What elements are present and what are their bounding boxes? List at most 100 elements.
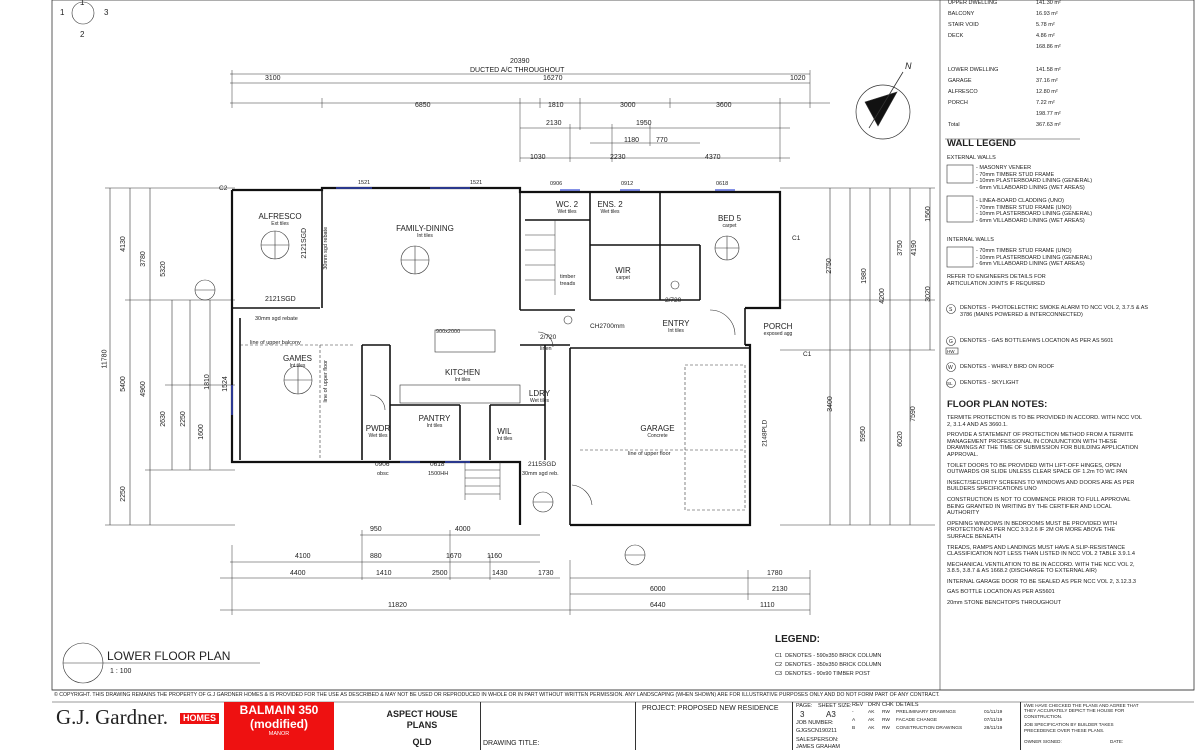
dim-6000: 6000	[650, 586, 666, 593]
dim-2130b: 2130	[772, 586, 788, 593]
north-label: N	[905, 61, 912, 71]
design-name-block: BALMAIN 350 (modified) MANOR	[224, 702, 334, 750]
dim-2130: 2130	[546, 120, 562, 127]
dim-11820: 11820	[388, 602, 407, 609]
label-sgd-2121b: 2121SGD	[301, 227, 309, 259]
label-c1b: C1	[803, 351, 812, 358]
dim-4200: 4200	[878, 288, 886, 304]
dim-3000: 3000	[620, 102, 636, 109]
dim-1430: 1430	[492, 570, 508, 577]
tb-divider-2	[635, 702, 636, 750]
dim-3780: 3780	[139, 251, 147, 267]
label-2-720b: 2/720	[665, 297, 682, 304]
dim-3100: 3100	[265, 75, 281, 82]
aspect-plans: ASPECT HOUSE PLANS QLD	[386, 709, 458, 747]
copyright-text: © COPYRIGHT. THIS DRAWING REMAINS THE PR…	[54, 692, 940, 698]
dim-1950: 1950	[636, 120, 652, 127]
dim-2500: 2500	[432, 570, 448, 577]
denote-gas-symbol: G	[949, 339, 953, 345]
dim-1410: 1410	[376, 570, 392, 577]
sales-label: SALESPERSON:	[796, 737, 839, 743]
denote-whirly: DENOTES - WHIRLY BIRD ON ROOF	[960, 364, 1055, 370]
dim-3400: 3400	[826, 396, 834, 412]
sales-value: JAMES GRAHAM	[796, 744, 841, 750]
dim-4190: 4190	[910, 240, 918, 256]
label-upper-floor: line of upper floor	[323, 360, 329, 403]
dim-6850: 6850	[415, 102, 431, 109]
dim-1560: 1560	[924, 206, 932, 222]
label-1500hh: 1500HH	[428, 471, 449, 477]
dim-1180: 1180	[624, 137, 640, 144]
label-c2: C2	[219, 185, 228, 192]
owner-approval: I/WE HAVE CHECKED THE PLANS AND AGREE TH…	[1024, 703, 1139, 745]
dim-3020: 3020	[924, 286, 932, 302]
label-pld: 2148PLD	[761, 419, 769, 447]
dim-3750: 3750	[896, 240, 904, 256]
dim-6020: 6020	[896, 431, 904, 447]
page-value: 3	[800, 710, 805, 719]
dim-880: 880	[370, 553, 382, 560]
label-obsc: obsc	[377, 471, 389, 477]
legend-list: C1 DENOTES - 590x350 BRICK COLUMN C2 DEN…	[775, 653, 882, 677]
section-key-left: 1	[60, 8, 65, 17]
dim-1160: 1160	[487, 553, 503, 560]
dim-6440: 6440	[650, 602, 666, 609]
label-rebate1: 30mm sgd rebate	[255, 316, 298, 322]
floor-plan-notes-title: FLOOR PLAN NOTES:	[947, 399, 1048, 410]
dim-0912: 0912	[621, 181, 634, 187]
dim-20390: 20390	[510, 58, 530, 65]
dim-2750: 2750	[825, 258, 833, 274]
dim-4100: 4100	[295, 553, 311, 560]
dim-4960: 4960	[139, 381, 147, 397]
dim-ducted: DUCTED A/C THROUGHOUT	[470, 67, 565, 74]
tb-divider-1	[480, 702, 481, 750]
dim-16270: 16270	[543, 75, 563, 82]
project-label: PROJECT: PROPOSED NEW RESIDENCE	[642, 705, 779, 712]
sheet-label: SHEET SIZE:	[818, 703, 852, 709]
wall-legend-int1: - 70mm TIMBER STUD FRAME (UNO) - 10mm PL…	[976, 248, 1093, 267]
wall-legend-title: WALL LEGEND	[947, 138, 1016, 149]
denote-smoke: DENOTES - PHOTOELECTRIC SMOKE ALARM TO N…	[960, 305, 1149, 318]
dim-5320: 5320	[159, 261, 167, 277]
job-value: GJGSCN190211	[796, 728, 837, 734]
dim-3600: 3600	[716, 102, 732, 109]
dim-5950: 5950	[859, 426, 867, 442]
label-sgd-2115: 2115SGD	[528, 461, 557, 468]
label-ch: CH2700mm	[590, 323, 625, 330]
dim-1780: 1780	[767, 570, 783, 577]
dim-2250b: 2250	[179, 411, 187, 427]
dim-1524: 1524	[221, 376, 229, 392]
sheet-value: A3	[826, 710, 836, 719]
dim-1020: 1020	[790, 75, 806, 82]
dim-1600: 1600	[197, 424, 205, 440]
tb-divider-4	[1020, 702, 1021, 750]
dim-1030: 1030	[530, 154, 546, 161]
denote-smoke-symbol: S	[949, 307, 953, 313]
label-c1: C1	[792, 235, 801, 242]
label-linen: linen	[540, 346, 552, 352]
wall-legend-external: EXTERNAL WALLS	[947, 155, 996, 161]
wall-legend-ext1: - MASONRY VENEER - 70mm TIMBER STUD FRAM…	[976, 165, 1093, 191]
floor-plan-notes: TERMITE PROTECTION IS TO BE PROVIDED IN …	[947, 415, 1142, 607]
dim-4370: 4370	[705, 154, 721, 161]
plan-title: LOWER FLOOR PLAN	[107, 649, 231, 663]
dim-4400: 4400	[290, 570, 306, 577]
label-rebate2: 30mm sgd rebate	[323, 226, 330, 270]
label-sgd-2121a: 2121SGD	[265, 296, 296, 303]
dim-1670: 1670	[446, 553, 462, 560]
dim-1980: 1980	[860, 268, 868, 284]
dim-0906: 0906	[550, 181, 563, 187]
plan-scale: 1 : 100	[110, 668, 132, 675]
job-label: JOB NUMBER:	[796, 720, 834, 726]
dim-770: 770	[656, 137, 668, 144]
